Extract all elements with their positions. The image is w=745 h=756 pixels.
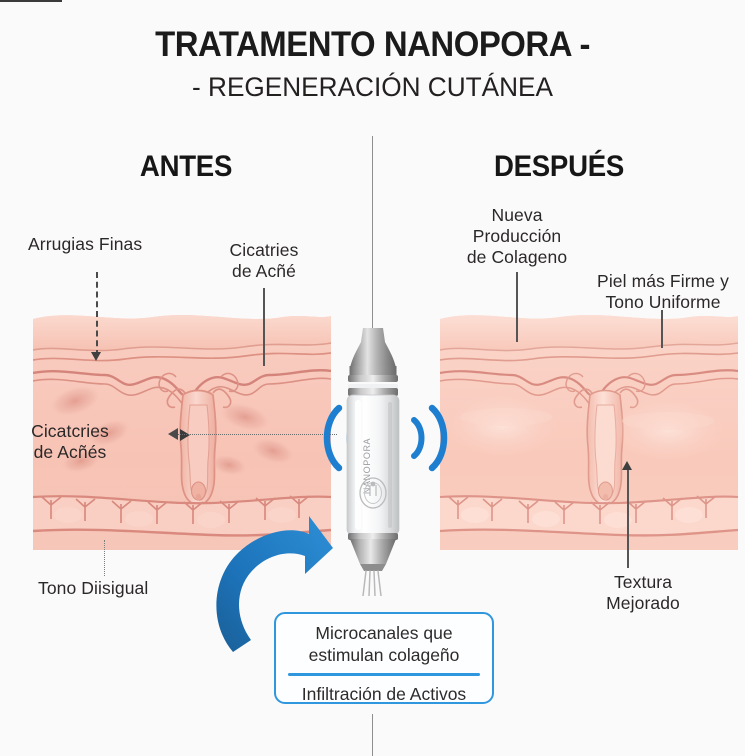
- leader-line-tono: [104, 540, 105, 576]
- leader-line-cicatcries: [0, 0, 62, 2]
- center-divider-bottom: [372, 714, 373, 756]
- microneedling-pen-device[interactable]: NANOPORA: [338, 328, 408, 597]
- leader-arrowhead-cicatcries: [180, 429, 190, 441]
- callout-primary-text: Microcanales que estimulan colageño: [276, 614, 492, 666]
- title-block: TRATAMENTO NANOPORA - - REGENERACIÓN CUT…: [0, 0, 745, 101]
- svg-text:NANOPORA: NANOPORA: [362, 438, 372, 494]
- label-tono-disigual-text: Tono Diisigual: [38, 578, 149, 598]
- page-title: TRATAMENTO NANOPORA -: [155, 25, 590, 64]
- label-colageno-line1: Nueva: [491, 205, 543, 225]
- callout-divider-rule: [288, 673, 480, 676]
- center-divider-top: [372, 136, 373, 332]
- vibration-waves-right-icon: [404, 398, 450, 478]
- label-textura-mejorado: Textura Mejorado: [588, 572, 698, 614]
- label-arrugias-finas-text: Arrugias Finas: [28, 234, 143, 254]
- label-colageno-line2: Producción: [472, 226, 562, 246]
- label-cicatries-line1: Cicatries: [229, 240, 299, 260]
- before-section-heading: ANTES: [139, 150, 233, 183]
- benefits-callout-box: Microcanales que estimulan colageño Infi…: [274, 612, 494, 704]
- callout-primary-line2: estimulan colageño: [308, 644, 460, 665]
- leader-line-colageno: [516, 272, 518, 342]
- label-cicatries-de-acne: Cicatries de Acñé: [204, 240, 324, 282]
- label-piel-mas-firme: Piel más Firme y Tono Uniforme: [588, 271, 738, 313]
- leader-line-textura: [627, 468, 629, 568]
- label-cicatcries-line1: Cicatcries: [31, 421, 109, 441]
- leader-arrowhead-arrugias: [91, 352, 101, 361]
- leader-line-device-to-follicle: [175, 434, 337, 435]
- label-arrugias-finas: Arrugias Finas: [28, 234, 168, 255]
- callout-secondary-text: Infiltración de Activos: [301, 683, 467, 704]
- skin-cross-section-after: [440, 305, 738, 550]
- callout-primary-line1: Microcanales que: [315, 623, 453, 643]
- after-section-heading: DESPUÉS: [494, 150, 624, 183]
- page-subtitle: - REGENERACIÓN CUTÁNEA: [192, 72, 553, 102]
- process-flow-curved-arrow: [205, 512, 335, 654]
- leader-line-arrugias: [96, 272, 98, 356]
- leader-line-cicatries: [263, 288, 265, 366]
- label-firme-line2: Tono Uniforme: [605, 292, 721, 312]
- label-textura-line1: Textura: [613, 572, 673, 592]
- label-cicatcries-line2: de Acñés: [33, 442, 107, 462]
- label-tono-disigual: Tono Diisigual: [38, 578, 188, 599]
- label-colageno-line3: de Colageno: [466, 247, 568, 267]
- label-cicatcries-de-acnes: Cicatcries de Acñés: [16, 421, 124, 463]
- label-textura-line2: Mejorado: [606, 593, 680, 613]
- leader-arrowhead-device-to-follicle: [168, 428, 178, 440]
- leader-arrowhead-textura: [622, 461, 632, 470]
- label-firme-line1: Piel más Firme y: [597, 271, 729, 291]
- label-nueva-produccion-colageno: Nueva Producción de Colageno: [452, 205, 582, 268]
- label-cicatries-line2: de Acñé: [232, 261, 296, 281]
- leader-line-firme: [661, 310, 663, 348]
